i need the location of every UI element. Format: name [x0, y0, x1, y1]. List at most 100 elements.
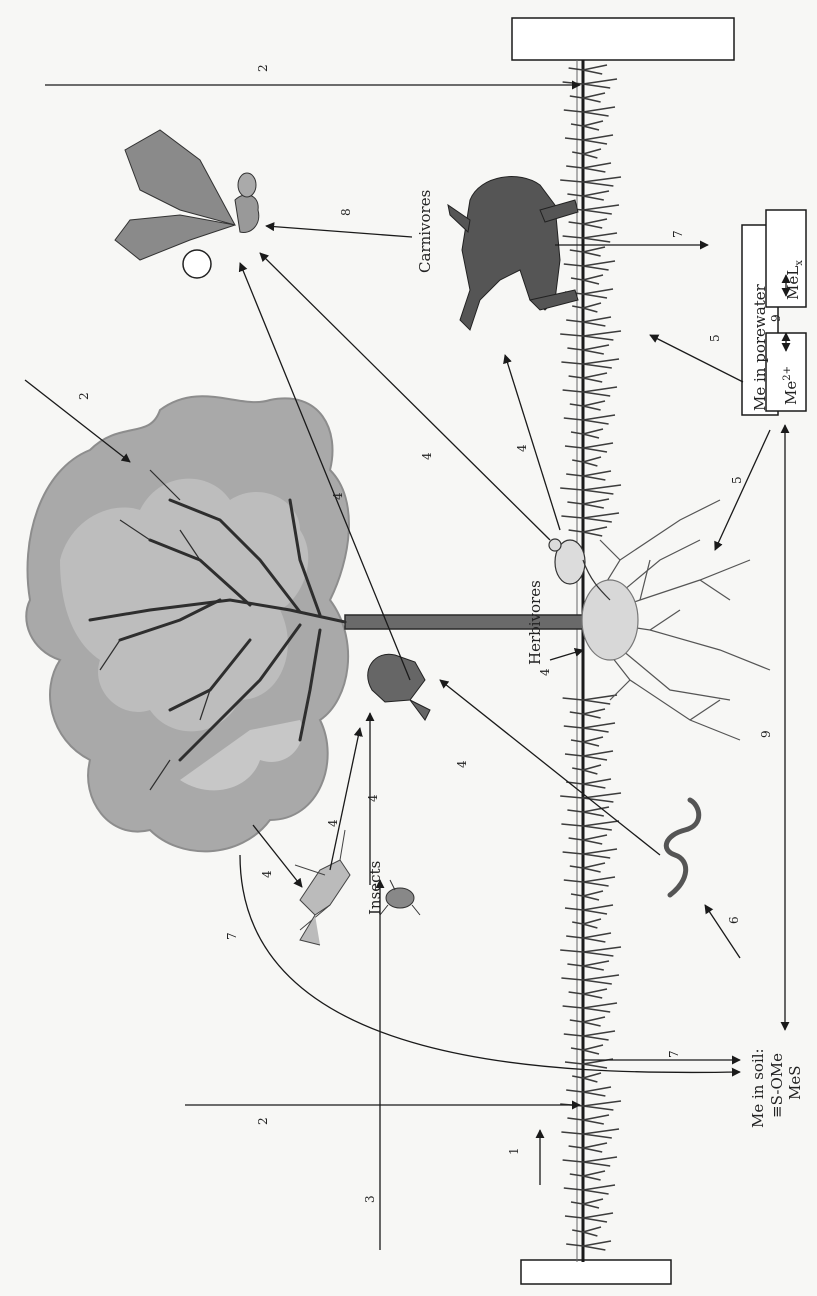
me2-superscript: 2+	[782, 366, 793, 381]
grass-blade	[565, 751, 613, 760]
mel-label: MeLx	[784, 260, 805, 300]
grass-blade	[561, 513, 619, 522]
grass-blade	[560, 947, 621, 956]
pathway-number: 7	[667, 1050, 681, 1058]
grass-blade	[567, 191, 609, 200]
pathway-number: 4	[331, 492, 345, 500]
grass-blade	[563, 1003, 617, 1012]
pathway-number: 5	[730, 476, 744, 484]
grass-blade	[564, 1031, 615, 1040]
grass-blade	[570, 401, 605, 410]
grass-blade	[561, 975, 619, 984]
grass-blade	[563, 233, 617, 242]
me2-text: Me	[782, 381, 800, 405]
me-in-porewater-label: Me in porewater	[751, 283, 769, 411]
pathway-number: 9	[769, 314, 783, 322]
pathway-number: 8	[339, 208, 353, 216]
grass-blade	[560, 177, 621, 186]
grass-blade	[563, 79, 617, 88]
grass-blade	[570, 93, 605, 102]
grass-blade	[569, 989, 607, 998]
grass-blade	[569, 65, 607, 74]
grass-blade	[571, 121, 603, 130]
grass-blade	[566, 163, 611, 172]
herbivores-label: Herbivores	[526, 580, 544, 665]
grass-blade	[565, 905, 613, 914]
pathway-number: 1	[507, 1147, 521, 1155]
grass-blade	[561, 1129, 619, 1138]
grass-blade	[569, 1143, 607, 1152]
pathway-number: 7	[225, 932, 239, 940]
pathway-number: 2	[256, 64, 270, 72]
s-ome-label: ≡S-OMe	[768, 1053, 786, 1118]
grass-blade	[570, 709, 605, 718]
pathway-number: 4	[326, 819, 340, 827]
grass-blade	[571, 275, 603, 284]
worm-icon	[666, 800, 698, 895]
wolf-icon	[448, 177, 578, 330]
grass-blade	[571, 891, 603, 900]
pathway-number: 2	[256, 1117, 270, 1125]
bottom-end-box	[521, 1260, 671, 1284]
grass-blade	[566, 317, 611, 326]
beetle-icon	[380, 880, 420, 915]
pathway-number: 6	[727, 916, 741, 924]
pathway-number: 4	[538, 668, 552, 676]
grass-blade	[567, 345, 609, 354]
grass-blade	[571, 1199, 603, 1208]
mel-text: MeL	[784, 266, 802, 300]
grass-blade	[566, 779, 611, 788]
grass-blade	[564, 415, 615, 424]
grass-blade	[569, 219, 607, 228]
grass-blade	[563, 387, 617, 396]
pathway-number: 4	[455, 760, 469, 768]
grass-blade	[570, 247, 605, 256]
pathway-number: 2	[77, 392, 91, 400]
pathway-number: 4	[515, 444, 529, 452]
pathway-number: 5	[708, 334, 722, 342]
grass-blade	[560, 793, 621, 802]
grass-blade	[570, 863, 605, 872]
grass-icon	[560, 60, 621, 1262]
sun-icon	[183, 250, 211, 278]
grass-blade	[563, 849, 617, 858]
me-in-soil-label: Me in soil:	[749, 1048, 767, 1128]
pathway-number: 4	[366, 794, 380, 802]
grass-blade	[565, 1213, 613, 1222]
grass-blade	[571, 429, 603, 438]
grass-blade	[560, 485, 621, 494]
grass-blade	[560, 331, 621, 340]
tree-icon	[26, 396, 583, 851]
grass-blade	[570, 1171, 605, 1180]
grass-blade	[566, 1087, 611, 1096]
top-end-box	[512, 18, 734, 60]
grass-blade	[564, 877, 615, 886]
mouse-icon	[549, 539, 610, 600]
grass-blade	[567, 1115, 609, 1124]
grass-blade	[561, 359, 619, 368]
grass-blade	[569, 835, 607, 844]
grass-blade	[567, 499, 609, 508]
pathway-number: 3	[363, 1195, 377, 1203]
mel-subscript: x	[794, 260, 805, 266]
grass-blade	[564, 107, 615, 116]
grass-blade	[565, 443, 613, 452]
grass-blade	[567, 961, 609, 970]
grass-blade	[571, 737, 603, 746]
grass-blade	[566, 471, 611, 480]
grass-blade	[564, 261, 615, 270]
grass-blade	[566, 1241, 611, 1250]
pathway-number: 9	[759, 730, 773, 738]
grass-blade	[561, 821, 619, 830]
bird-icon	[368, 654, 430, 720]
insects-label: Insects	[366, 861, 384, 915]
grasshopper-icon	[295, 830, 350, 945]
grass-blade	[571, 1045, 603, 1054]
pathway-number: 4	[260, 870, 274, 878]
owl-icon	[115, 130, 259, 260]
grass-blade	[563, 1157, 617, 1166]
grass-blade	[569, 373, 607, 382]
grass-blade	[565, 135, 613, 144]
